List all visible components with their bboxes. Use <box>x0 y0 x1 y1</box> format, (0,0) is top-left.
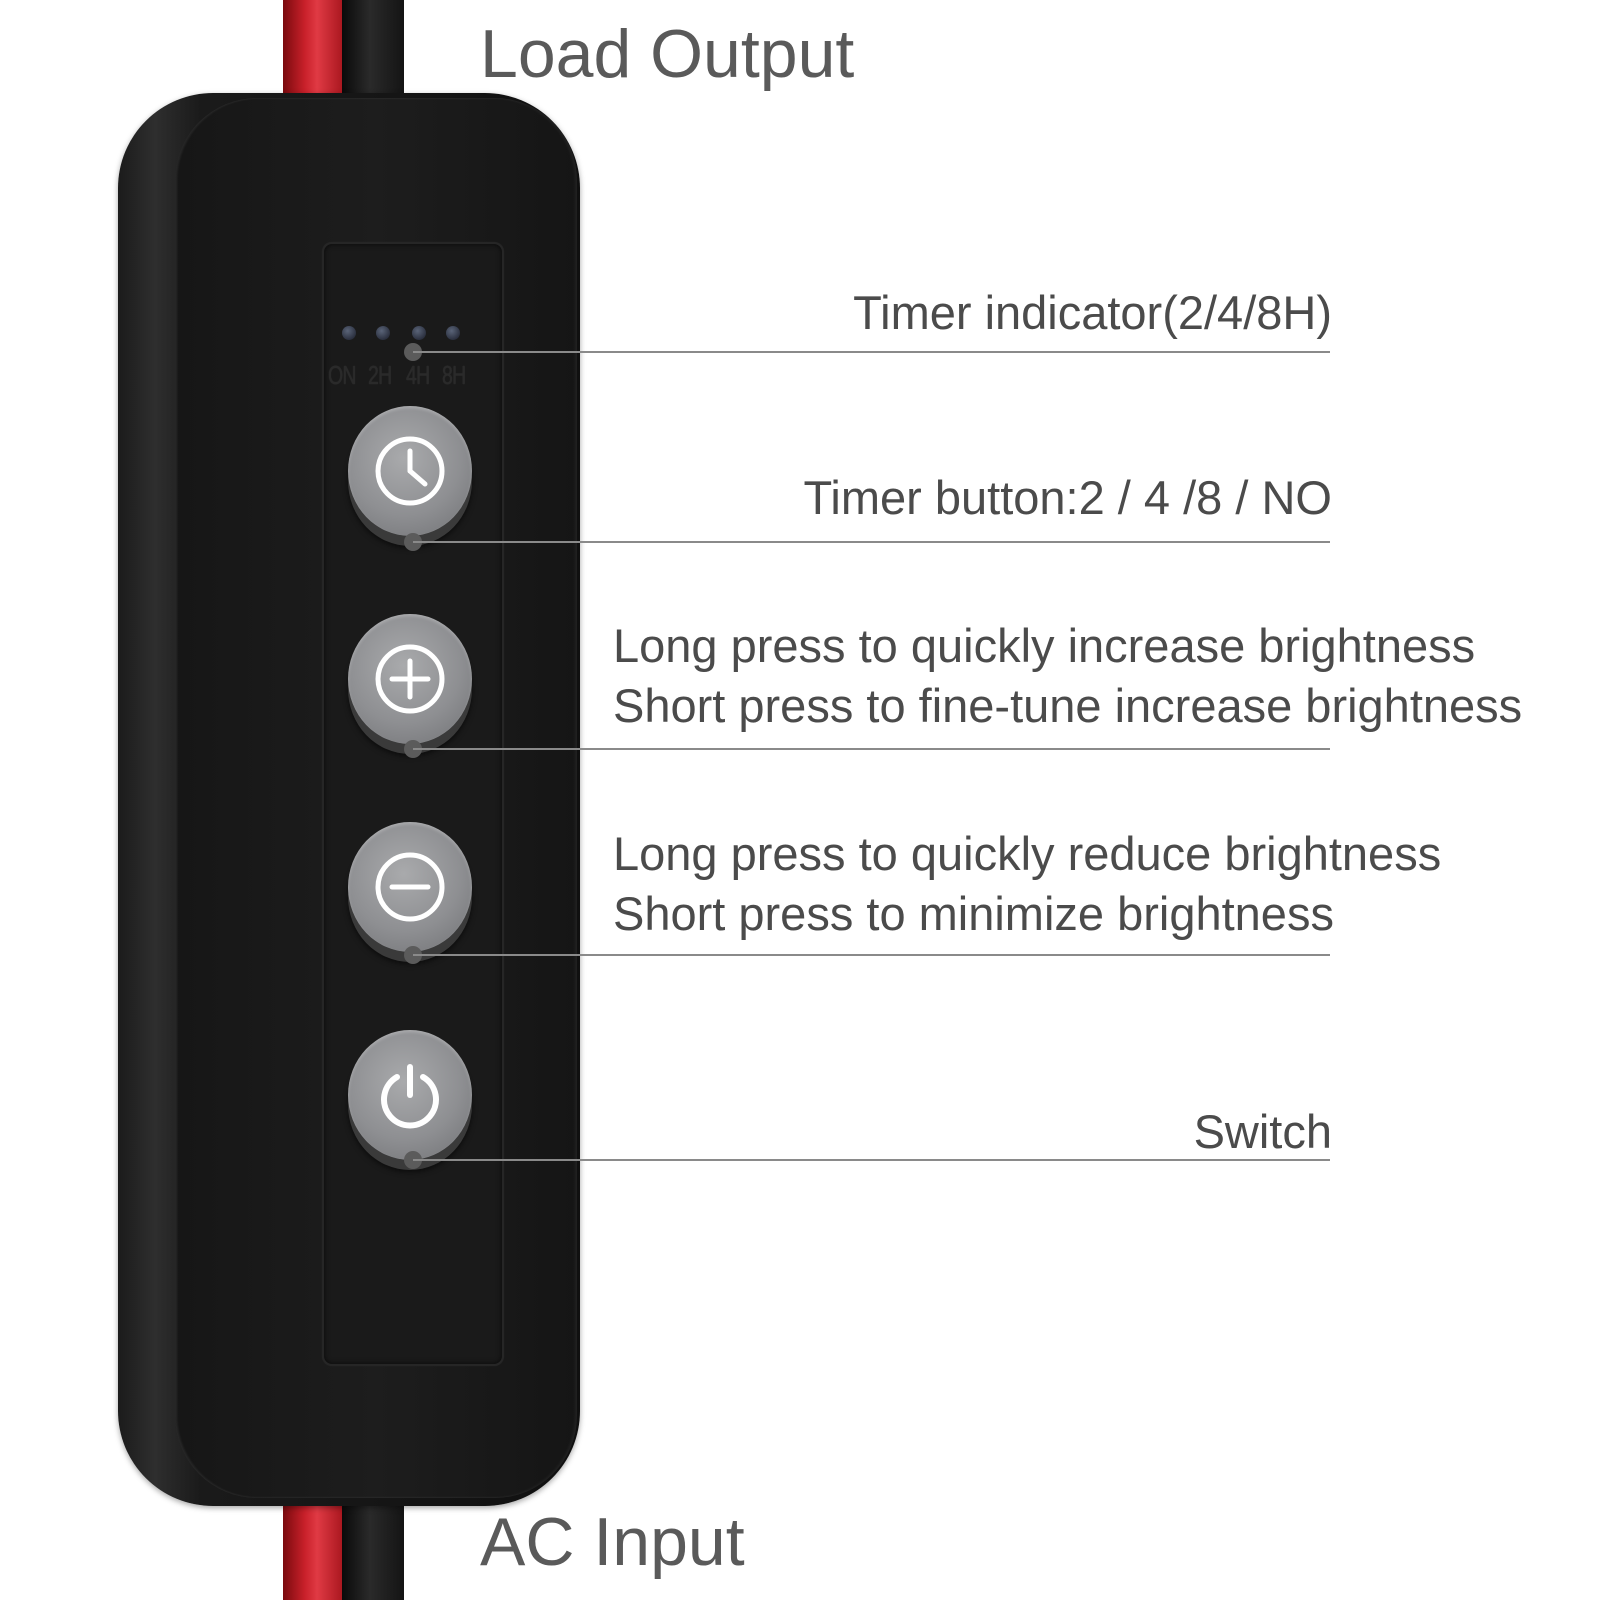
led-label-4h: 4H <box>406 360 430 390</box>
ac-input-label: AC Input <box>480 1504 745 1580</box>
timer-button[interactable] <box>348 406 472 536</box>
timer-button-leader-line <box>413 541 1330 543</box>
led-on <box>342 326 356 340</box>
minus-icon <box>375 852 445 922</box>
decrease-brightness-button[interactable] <box>348 822 472 952</box>
led-2h <box>376 326 390 340</box>
increase-short-press-label: Short press to fine-tune increase bright… <box>613 679 1523 732</box>
increase-long-press-label: Long press to quickly increase brightnes… <box>613 619 1476 672</box>
power-switch-button[interactable] <box>348 1030 472 1160</box>
led-4h <box>412 326 426 340</box>
increase-brightness-button[interactable] <box>348 614 472 744</box>
led-8h <box>446 326 460 340</box>
power-icon <box>381 1064 439 1129</box>
switch-leader-line <box>413 1159 1330 1161</box>
led-label-8h: 8H <box>442 360 466 390</box>
led-label-2h: 2H <box>368 360 392 390</box>
load-output-label: Load Output <box>480 16 855 92</box>
increase-button-leader-line <box>413 748 1330 750</box>
decrease-button-leader-line <box>413 954 1330 956</box>
timer-indicator-leader-line <box>413 351 1330 353</box>
decrease-short-press-label: Short press to minimize brightness <box>613 887 1334 940</box>
timer-button-label: Timer button:2 / 4 /8 / NO <box>803 471 1332 524</box>
decrease-long-press-label: Long press to quickly reduce brightness <box>613 827 1442 880</box>
switch-label: Switch <box>1193 1105 1332 1158</box>
plus-icon <box>375 644 445 714</box>
led-label-on: ON <box>328 360 357 390</box>
clock-icon <box>375 436 445 506</box>
timer-indicator-label: Timer indicator(2/4/8H) <box>853 286 1332 339</box>
